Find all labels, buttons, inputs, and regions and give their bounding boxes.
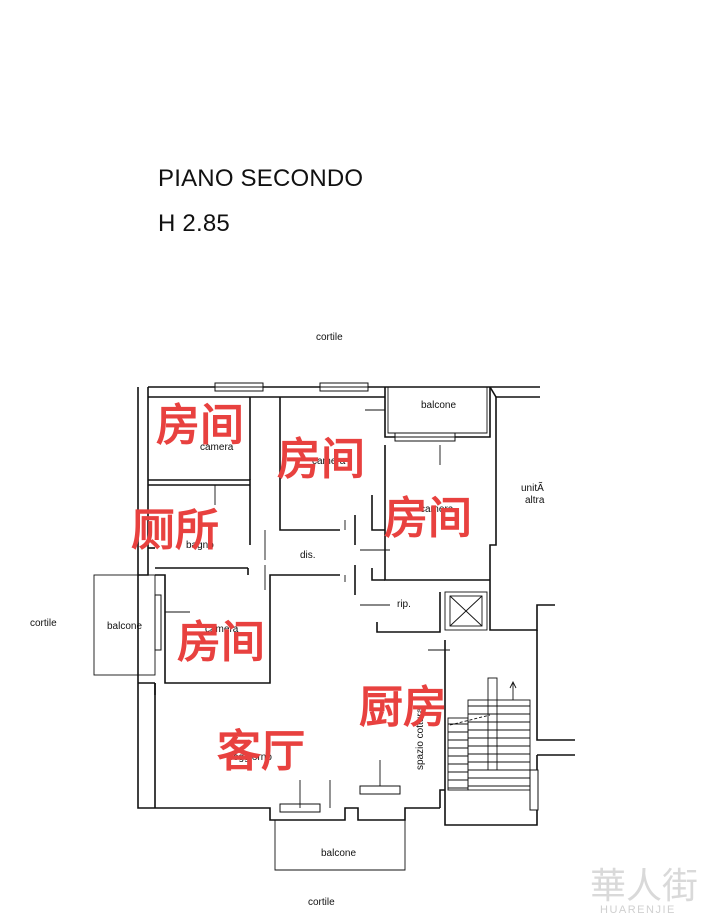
label-bagno: bagno — [186, 540, 214, 551]
label-rip: rip. — [397, 599, 411, 610]
annotation-room-4: 房间 — [177, 617, 265, 668]
annotation-kitchen: 厨房 — [359, 682, 447, 733]
ceiling-height: H 2.85 — [158, 210, 230, 237]
label-altra: altra — [525, 495, 545, 506]
internal-walls — [148, 397, 490, 808]
floor-title: PIANO SECONDO — [158, 165, 364, 192]
label-soggiorno: soggiorno — [228, 752, 272, 763]
label-spazio-cottura: spazio cottura — [415, 707, 426, 770]
annotation-living: 客厅 — [217, 726, 305, 777]
chinese-annotations: 房间 房间 房间 房间 厕所 厨房 客厅 — [131, 400, 472, 777]
svg-text:華人街: 華人街 — [590, 866, 698, 907]
svg-text:HUARENJIE: HUARENJIE — [600, 904, 676, 916]
label-balcone-left: balcone — [107, 621, 142, 632]
label-camera-3: camera — [420, 504, 454, 515]
stair-arrow — [449, 714, 491, 726]
label-camera-2: camera — [312, 456, 346, 467]
lift-shaft — [444, 591, 488, 631]
annotation-toilet: 厕所 — [131, 505, 219, 556]
label-camera-4: camera — [205, 624, 239, 635]
label-balcone-top: balcone — [421, 400, 456, 411]
label-cortile-top: cortile — [316, 332, 343, 343]
label-cortile-bottom: cortile — [308, 897, 335, 908]
balconies — [93, 387, 488, 871]
staircase — [447, 677, 531, 791]
annotation-room-1: 房间 — [156, 400, 244, 451]
label-cortile-left: cortile — [30, 618, 57, 629]
label-camera-1: camera — [200, 442, 234, 453]
label-balcone-bottom: balcone — [321, 848, 356, 859]
annotation-room-3: 房间 — [384, 493, 472, 544]
room-labels: cortile cortile cortile balcone balcone … — [30, 332, 545, 908]
label-unita: unitÃ — [521, 481, 544, 494]
doors — [165, 409, 450, 808]
annotation-room-2: 房间 — [277, 434, 365, 485]
watermark-logo: 華人街 HUARENJIE — [590, 866, 698, 916]
label-dis: dis. — [300, 550, 316, 561]
